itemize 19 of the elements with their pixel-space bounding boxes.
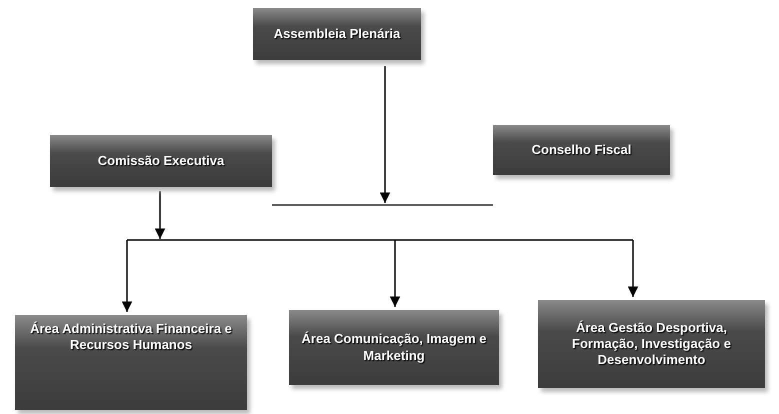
arrow bbox=[628, 240, 638, 297]
org-box bbox=[538, 300, 765, 388]
box-label: Área Comunicação, Imagem e Marketing bbox=[300, 331, 488, 364]
org-box bbox=[253, 8, 421, 60]
arrow bbox=[122, 240, 132, 312]
box-label: Comissão Executiva bbox=[98, 152, 224, 170]
box-label: Assembleia Plenária bbox=[274, 26, 400, 42]
arrow bbox=[380, 66, 390, 203]
box-label: Área Gestão Desportiva, Formação, Investigação e Desenvolvimento bbox=[571, 320, 732, 368]
org-box bbox=[50, 135, 272, 187]
box-label: Conselho Fiscal bbox=[532, 142, 632, 158]
box-label: Área Administrativa Financeira e Recursos Humanos bbox=[29, 321, 233, 354]
connector-line bbox=[272, 204, 493, 206]
arrow bbox=[154, 191, 166, 239]
org-box bbox=[289, 310, 499, 385]
org-box bbox=[493, 125, 670, 175]
connector-line bbox=[127, 239, 633, 241]
arrow bbox=[390, 240, 400, 307]
org-box bbox=[15, 315, 247, 410]
